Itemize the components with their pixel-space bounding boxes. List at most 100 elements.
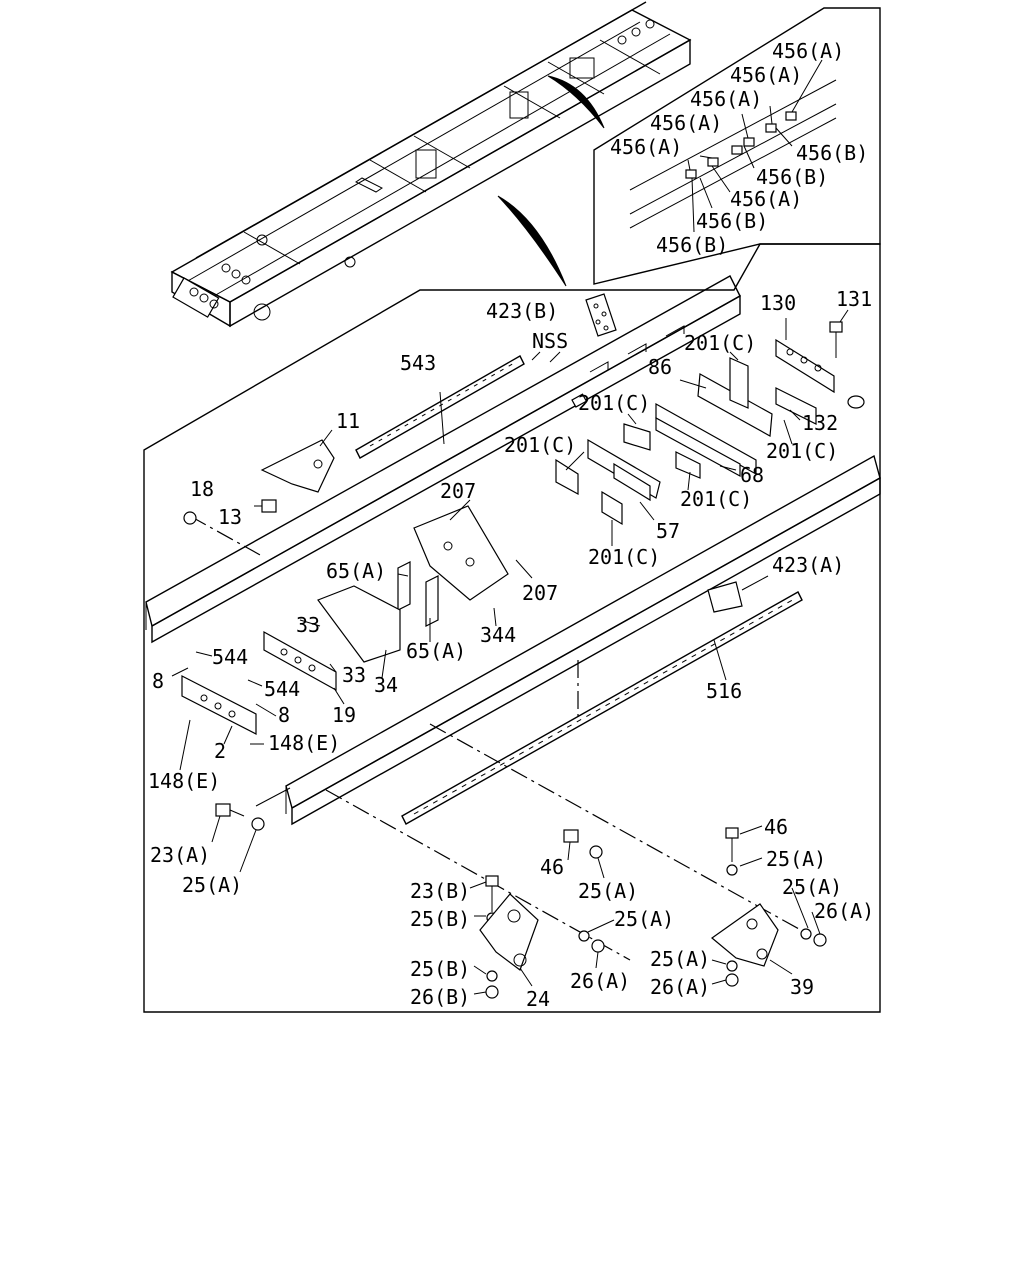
crossmember-57 [587, 438, 661, 502]
bracket-39 [711, 903, 779, 967]
crossmember-2 [181, 675, 257, 735]
callout-456b: 456(B) [656, 233, 728, 257]
bolt-46-right [725, 827, 739, 862]
bolt-23a [215, 803, 245, 817]
leader-lines [171, 309, 849, 995]
callout-labels: 456(A) 456(A) 456(A) 456(A) 456(A) 456(B… [148, 39, 874, 1011]
nut-26a [813, 933, 827, 947]
washer-25a [726, 864, 738, 876]
side-rail-upper [145, 275, 741, 644]
callout-2: 2 [214, 739, 226, 763]
reinforcement-strip-516 [401, 591, 803, 825]
callout-24: 24 [526, 987, 550, 1011]
callout-26a: 26(A) [650, 975, 710, 999]
bracket-11 [260, 439, 335, 493]
washer-25a [251, 817, 265, 831]
callout-201c: 201(C) [588, 545, 660, 569]
callout-456a: 456(A) [730, 187, 802, 211]
callout-39: 39 [790, 975, 814, 999]
callout-423a: 423(A) [772, 553, 844, 577]
callout-201c: 201(C) [504, 433, 576, 457]
reinforcement-strip-543 [355, 355, 525, 459]
callout-456b: 456(B) [756, 165, 828, 189]
callout-26a: 26(A) [570, 969, 630, 993]
callout-33: 33 [342, 663, 366, 687]
callout-33: 33 [296, 613, 320, 637]
washer-25a [800, 928, 812, 940]
callout-23a: 23(A) [150, 843, 210, 867]
callout-456a: 456(A) [650, 111, 722, 135]
callout-456a: 456(A) [730, 63, 802, 87]
callout-201c: 201(C) [684, 331, 756, 355]
overview-frame-drawing [170, 1, 692, 328]
callout-25a: 25(A) [782, 875, 842, 899]
callout-544: 544 [264, 677, 300, 701]
washer-25b [486, 970, 498, 982]
bolt-46-left [563, 829, 579, 843]
side-rail-lower [255, 454, 881, 826]
bolt-131 [829, 321, 865, 409]
inset-detail-panel [593, 7, 881, 285]
callout-131: 131 [836, 287, 872, 311]
crossmember-34 [317, 585, 401, 663]
washer-25a [578, 930, 590, 942]
nut-26a [591, 939, 605, 953]
callout-544: 544 [212, 645, 248, 669]
callout-25a: 25(A) [614, 907, 674, 931]
callout-148e: 148(E) [268, 731, 340, 755]
callout-19: 19 [332, 703, 356, 727]
callout-23b: 23(B) [410, 879, 470, 903]
callout-207: 207 [440, 479, 476, 503]
main-parts-panel [143, 243, 881, 1013]
callout-344: 344 [480, 623, 516, 647]
callout-26a: 26(A) [814, 899, 874, 923]
detail-arrow [497, 195, 567, 287]
callout-25a: 25(A) [182, 873, 242, 897]
gusset-plate-423b [585, 293, 617, 337]
bracket-130 [775, 338, 835, 394]
callout-456a: 456(A) [610, 135, 682, 159]
bolt-23b [485, 875, 499, 912]
callout-8: 8 [152, 669, 164, 693]
callout-46: 46 [764, 815, 788, 839]
crossmember-86-68 [655, 373, 773, 478]
callout-86: 86 [648, 355, 672, 379]
callout-25a: 25(A) [650, 947, 710, 971]
bracket-65a [397, 561, 439, 627]
callout-207: 207 [522, 581, 558, 605]
washer-25a [589, 845, 603, 859]
callout-18: 18 [190, 477, 214, 501]
callout-148e: 148(E) [148, 769, 220, 793]
callout-nss: NSS [532, 329, 568, 353]
crossmember-344 [413, 505, 509, 601]
nut-26a [725, 973, 739, 987]
callout-65a: 65(A) [326, 559, 386, 583]
nut-18 [183, 511, 197, 525]
callout-201c: 201(C) [680, 487, 752, 511]
gusset-plate-423a [707, 581, 743, 613]
bracket-24 [479, 893, 539, 971]
callout-456a: 456(A) [690, 87, 762, 111]
callout-68: 68 [740, 463, 764, 487]
callout-65a: 65(A) [406, 639, 466, 663]
bracket-201c-group [555, 357, 749, 526]
bracket-132 [775, 387, 817, 425]
callout-11: 11 [336, 409, 360, 433]
nut-26b [485, 985, 499, 999]
washer-25a [726, 960, 738, 972]
callout-130: 130 [760, 291, 796, 315]
callout-46: 46 [540, 855, 564, 879]
callout-26b: 26(B) [410, 985, 470, 1009]
bolt-13 [254, 499, 277, 513]
callout-456a: 456(A) [772, 39, 844, 63]
callout-132: 132 [802, 411, 838, 435]
callout-456b: 456(B) [796, 141, 868, 165]
callout-25a: 25(A) [766, 847, 826, 871]
callout-34: 34 [374, 673, 398, 697]
callout-516: 516 [706, 679, 742, 703]
callout-25a: 25(A) [578, 879, 638, 903]
callout-201c: 201(C) [578, 391, 650, 415]
callout-57: 57 [656, 519, 680, 543]
crossmember-19 [263, 630, 337, 692]
